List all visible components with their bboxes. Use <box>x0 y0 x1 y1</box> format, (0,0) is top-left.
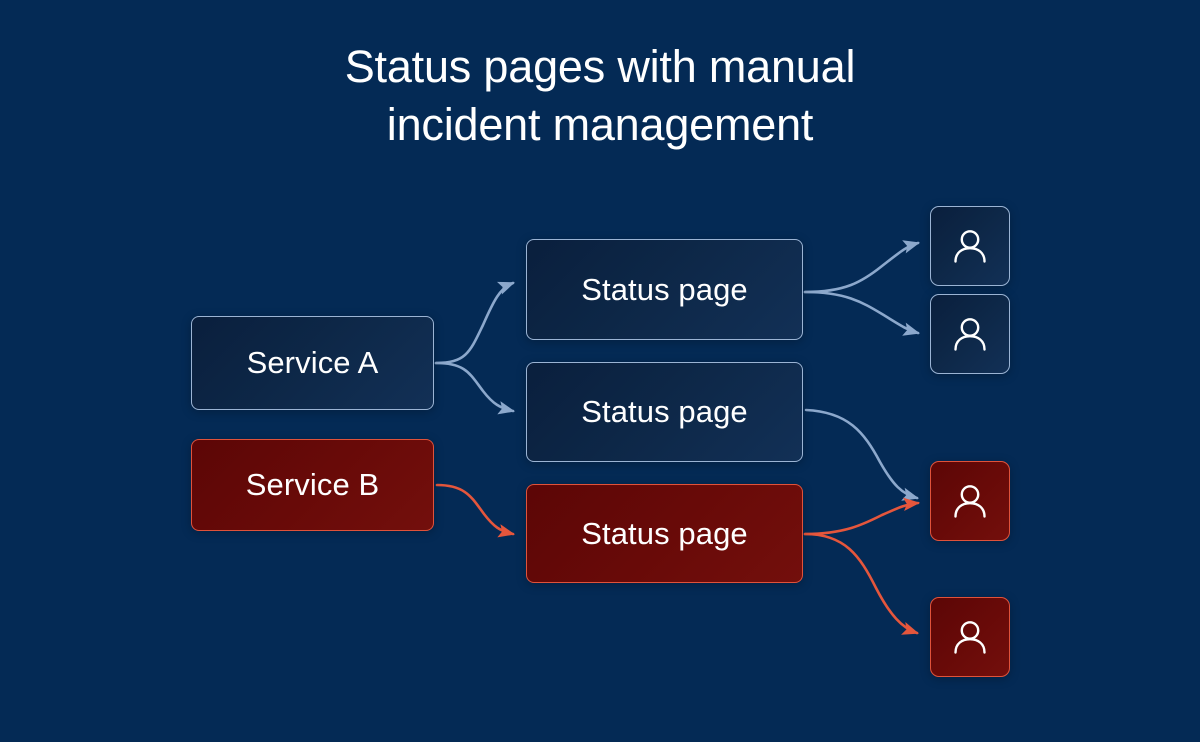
node-user-3[interactable] <box>930 461 1010 541</box>
connector-service-a-to-status-page-1 <box>434 281 515 365</box>
connector-status-page-3-to-user-3 <box>803 497 921 536</box>
node-status-page-2-label: Status page <box>581 394 748 429</box>
connector-status-page-1-to-user-1 <box>803 240 921 294</box>
connector-service-a-to-status-page-2 <box>434 361 516 415</box>
person-icon <box>954 485 986 518</box>
connector-status-page-3-to-user-4 <box>803 532 919 635</box>
node-user-2[interactable] <box>930 294 1010 374</box>
node-status-page-1-label: Status page <box>581 271 748 307</box>
node-status-page-2[interactable]: Status page <box>526 362 803 462</box>
page-title: Status pages with manual incident manage… <box>344 41 856 150</box>
connector-status-page-2-to-user-3 <box>804 408 920 501</box>
node-status-page-3[interactable]: Status page <box>526 484 803 583</box>
person-icon <box>954 318 986 351</box>
node-service-b[interactable]: Service B <box>191 439 434 531</box>
connector-status-page-1-to-user-2 <box>803 290 921 336</box>
connector-service-b-to-status-page-3 <box>435 483 516 538</box>
node-user-4[interactable] <box>930 597 1010 677</box>
node-service-a-label: Service A <box>246 345 379 380</box>
node-service-b-label: Service B <box>245 467 380 502</box>
node-status-page-1[interactable]: Status page <box>526 239 803 340</box>
node-status-page-3-label: Status page <box>581 515 748 551</box>
node-service-a[interactable]: Service A <box>191 316 434 410</box>
person-icon <box>954 230 986 263</box>
node-user-1[interactable] <box>930 206 1010 286</box>
person-icon <box>954 621 986 654</box>
